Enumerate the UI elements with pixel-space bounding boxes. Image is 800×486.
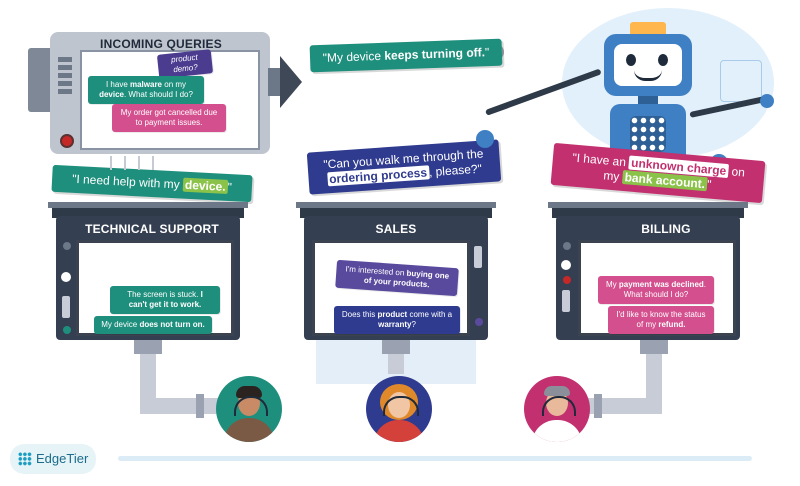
robot-antenna (630, 22, 666, 36)
sign-text: I have an (576, 150, 630, 170)
bubble-text: I'd like to know the status of my (616, 310, 706, 329)
bubble-highlight: refund. (658, 320, 686, 329)
slider-icon (474, 246, 482, 268)
dial-icon (561, 260, 571, 270)
status-light-icon (563, 276, 571, 284)
robot-chest-panel (630, 116, 666, 152)
keypad-icon (58, 54, 72, 94)
slider-icon (562, 290, 570, 312)
status-light-icon (63, 326, 71, 334)
bubble-text: My device (101, 320, 140, 329)
robot-circuit-lines (720, 60, 762, 102)
headset-icon (542, 396, 576, 416)
sign-text: My device (326, 48, 385, 65)
avatar-body (532, 420, 582, 442)
billing-title: BILLING (641, 222, 691, 236)
bubble-highlight: I can't get it to work. (128, 290, 203, 309)
technical-bubble-stuck: The screen is stuck. I can't get it to w… (110, 286, 220, 314)
robot-eye-right (658, 54, 668, 66)
bubble-highlight: device (99, 90, 124, 99)
megaphone-icon (280, 56, 302, 108)
robot-eye-left (626, 54, 636, 66)
technical-bubble-no-power: My device does not turn on. (94, 316, 212, 334)
bubble-highlight: warranty (378, 320, 412, 329)
billing-hood-lip (548, 202, 748, 208)
sales-hood-lip (296, 202, 496, 208)
bubble-text: come with a (407, 310, 453, 319)
slider-icon (62, 296, 70, 318)
robot-icon (600, 22, 696, 172)
sales-bubble-warranty: Does this product come with a warranty? (334, 306, 460, 334)
billing-hood (552, 208, 744, 218)
avatar-sales-agent (366, 376, 432, 442)
bubble-text: I have (105, 80, 130, 89)
sign-unknown-charge: "I have an unknown charge on my bank acc… (550, 142, 766, 204)
headset-icon (234, 396, 268, 416)
incoming-bubble-order: My order got cancelled due to payment is… (112, 104, 226, 132)
sales-hood (300, 208, 492, 218)
sign-text: I need help with my (76, 172, 184, 192)
bubble-text: . What should I do? (123, 90, 193, 99)
bubble-highlight: does not turn on. (139, 320, 205, 329)
robot-mouth (634, 70, 662, 81)
sign-highlight: device. (182, 177, 229, 194)
technical-title: TECHNICAL SUPPORT (85, 222, 219, 236)
motion-lines (110, 156, 160, 170)
pipe-joint (196, 394, 204, 418)
sign-ordering: "Can you walk me through the ordering pr… (306, 139, 502, 195)
machine-connector (268, 68, 282, 96)
bubble-text: My (605, 280, 619, 289)
pipe-segment (388, 354, 404, 374)
billing-bubble-refund: I'd like to know the status of my refund… (608, 306, 714, 334)
bubble-highlight: malware (129, 80, 163, 89)
status-light-icon (475, 318, 483, 326)
avatar-billing-agent (524, 376, 590, 442)
avatar-technical-agent (216, 376, 282, 442)
bubble-text: The screen is stuck. (127, 290, 201, 299)
avatar-hair (236, 386, 262, 398)
brand-logo-icon (18, 452, 32, 466)
bubble-text: product demo? (170, 52, 199, 75)
robot-neck (638, 96, 658, 104)
incoming-queries-title: INCOMING QUERIES (100, 37, 222, 51)
pipe-segment (140, 398, 226, 414)
bubble-text: ? (411, 320, 416, 329)
avatar-body (224, 418, 274, 442)
avatar-body (374, 420, 424, 442)
sign-text: , please? (428, 161, 479, 180)
billing-bubble-declined: My payment was declined. What should I d… (598, 276, 714, 304)
technical-hood (52, 208, 244, 218)
power-button-icon (60, 134, 74, 148)
bubble-text: on my (162, 80, 187, 89)
bubble-text: . What should I do? (623, 280, 707, 299)
sign-need-help: "I need help with my device." (51, 164, 253, 203)
bubble-highlight: product (377, 310, 408, 319)
pipe-connector (134, 340, 162, 354)
bubble-text: My order got cancelled due to payment is… (120, 108, 218, 127)
sign-highlight: keeps turning off. (384, 45, 486, 63)
bottom-divider (118, 456, 752, 461)
avatar-hair (544, 386, 570, 396)
machine-side-panel (28, 48, 54, 112)
pipe-segment (568, 398, 662, 414)
pipe-connector (382, 340, 410, 354)
incoming-bubble-malware: I have malware on my device. What should… (88, 76, 204, 104)
pipe-connector (640, 340, 668, 354)
sign-device-off: "My device keeps turning off." (309, 38, 503, 73)
status-light-icon (63, 242, 71, 250)
sales-title: SALES (375, 222, 417, 236)
bubble-text: Does this (341, 310, 378, 319)
technical-hood-lip (48, 202, 248, 208)
headset-icon (383, 396, 419, 416)
status-light-icon (563, 242, 571, 250)
dial-icon (61, 272, 71, 282)
robot-hand-right (760, 94, 774, 108)
robot-hand-left (476, 130, 494, 148)
brand-name: EdgeTier (36, 451, 89, 466)
pipe-joint (594, 394, 602, 418)
bubble-highlight: payment was declined (618, 280, 704, 289)
sound-wave-icon (492, 44, 504, 60)
